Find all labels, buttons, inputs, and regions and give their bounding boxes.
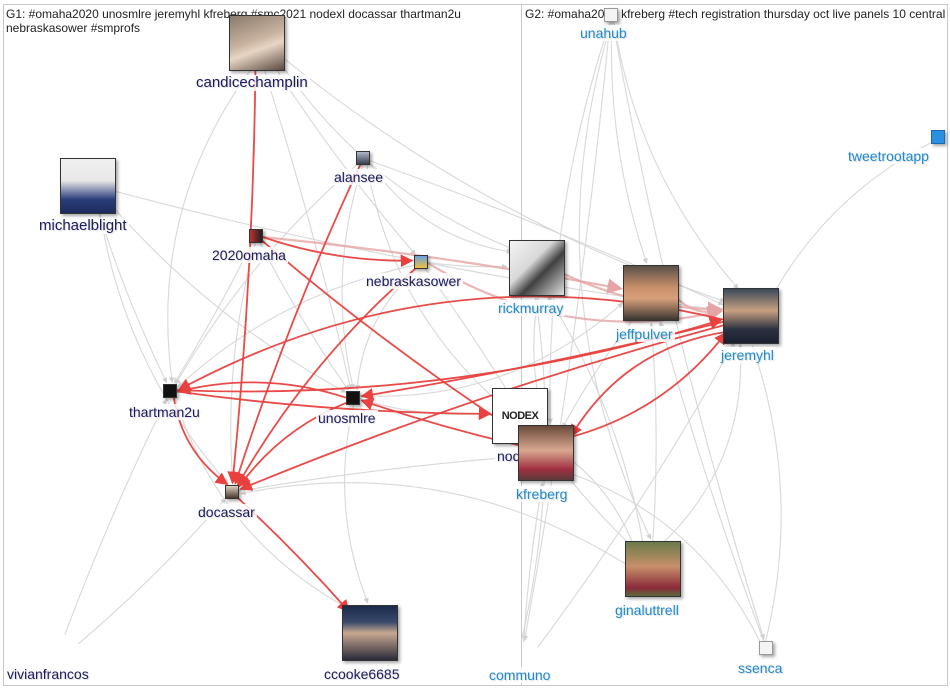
edge-candicechamplin-to-rickmurray — [278, 60, 515, 250]
label-nodexl[interactable]: nod — [495, 448, 523, 464]
edge-michaelblight-to-thartman2u — [97, 211, 168, 384]
edge-unahub-to-kfreberg — [547, 21, 611, 424]
label-tweetrootapp[interactable]: tweetrootapp — [846, 148, 931, 164]
label-unosmlre[interactable]: unosmlre — [316, 410, 378, 426]
avatar-rickmurray[interactable] — [509, 240, 565, 296]
edge-jeremyhl-to-docassar — [239, 324, 725, 491]
avatar-thartman2u[interactable] — [163, 384, 177, 398]
edge-ssenca-to-kfreberg — [567, 471, 762, 644]
edge-unosmlre-to-ccooke6685 — [344, 404, 369, 604]
edge-unahub-to-ginaluttrell — [578, 21, 652, 540]
edge-nebraskasower-to-docassar — [236, 266, 418, 487]
label-unahub[interactable]: unahub — [578, 25, 629, 41]
label-docassar[interactable]: docassar — [196, 504, 257, 520]
avatar-kfreberg[interactable] — [518, 425, 574, 481]
edge-vivianfrancos-to-docassar — [77, 497, 227, 645]
group-g1-title-line2: nebraskasower #smprofs — [6, 21, 141, 35]
edge-tweetrootapp-to-jeremyhl — [772, 141, 934, 296]
edge-unosmlre-to-thartman2u — [177, 381, 347, 399]
label-vivianfrancos[interactable]: vivianfrancos — [5, 666, 91, 682]
group-g2-box — [521, 4, 948, 686]
label-2020omaha[interactable]: 2020omaha — [210, 247, 288, 263]
edge-unahub-to-jeremyhl — [613, 21, 739, 290]
avatar-candicechamplin[interactable] — [229, 15, 285, 71]
edge-alansee-to-rickmurray — [368, 161, 513, 254]
edge-michaelblight-to-unosmlre — [109, 203, 347, 393]
label-ccooke6685[interactable]: ccooke6685 — [322, 666, 402, 682]
group-g1-title-line1: G1: #omaha2020 unosmlre jeremyhl kfreber… — [6, 7, 461, 21]
avatar-unahub[interactable] — [604, 8, 618, 22]
label-jeremyhl[interactable]: jeremyhl — [719, 347, 776, 363]
avatar-michaelblight[interactable] — [60, 158, 116, 214]
edge-omaha2020-to-jeffpulver — [262, 235, 623, 294]
edge-ginaluttrell-to-jeffpulver — [648, 322, 657, 542]
edge-thartman2u-to-nodexl — [176, 390, 492, 421]
edge-candicechamplin-to-thartman2u — [167, 69, 251, 383]
avatar-nebraskasower[interactable] — [414, 255, 428, 269]
avatar-ginaluttrell[interactable] — [625, 541, 681, 597]
label-candicechamplin[interactable]: candicechamplin — [194, 74, 310, 91]
label-rickmurray[interactable]: rickmurray — [496, 300, 566, 316]
edge-candicechamplin-to-docassar — [227, 70, 257, 485]
edge-alansee-to-unosmlre — [341, 164, 364, 390]
edge-ginaluttrell-to-jeremyhl — [662, 343, 744, 544]
edge-thartman2u-to-ccooke6685 — [173, 396, 352, 611]
edge-jeremyhl-to-kfreberg — [570, 330, 728, 438]
avatar-ccooke6685[interactable] — [342, 605, 398, 661]
nodexl-logo-text: NODEX — [501, 410, 539, 422]
label-ginaluttrell[interactable]: ginaluttrell — [613, 602, 681, 618]
label-jeffpulver[interactable]: jeffpulver — [614, 326, 675, 342]
edge-ssenca-to-jeremyhl — [751, 345, 782, 642]
edge-kfreberg-to-jeremyhl — [569, 331, 727, 439]
edge-michaelblight-to-docassar — [99, 211, 229, 485]
edge-omaha2020-to-nebraskasower — [262, 236, 414, 268]
avatar-tweetrootapp[interactable] — [931, 130, 945, 144]
avatar-jeffpulver[interactable] — [623, 265, 679, 321]
edge-alansee-to-thartman2u — [175, 162, 359, 385]
edge-ginaluttrell-to-docassar — [240, 482, 626, 565]
edge-unosmlre-to-jeffpulver — [359, 302, 624, 397]
edge-docassar-to-kfreberg — [238, 454, 517, 492]
avatar-jeremyhl[interactable] — [723, 288, 779, 344]
edge-alansee-to-docassar — [232, 164, 362, 485]
edge-candicechamplin-to-unosmlre — [263, 69, 353, 390]
avatar-ssenca[interactable] — [759, 641, 773, 655]
label-alansee[interactable]: alansee — [332, 169, 386, 185]
avatar-2020omaha[interactable] — [249, 229, 263, 243]
avatar-docassar[interactable] — [225, 485, 239, 499]
label-ssenca[interactable]: ssenca — [736, 660, 785, 676]
avatar-unosmlre[interactable] — [346, 391, 360, 405]
group-g2-title-line1: G2: #omaha2020 kfreberg #tech registrati… — [525, 7, 945, 21]
label-nebraskasower[interactable]: nebraskasower — [364, 273, 463, 289]
edge-vivianfrancos-to-thartman2u — [64, 398, 167, 635]
edge-ginaluttrell-to-rickmurray — [547, 295, 644, 543]
label-kfreberg[interactable]: kfreberg — [514, 486, 570, 502]
label-michaelblight[interactable]: michaelblight — [37, 217, 129, 234]
edge-communo-to-jeremyhl — [537, 340, 736, 648]
avatar-alansee[interactable] — [356, 151, 370, 165]
edge-nebraskasower-to-jeremyhl — [427, 262, 723, 323]
edge-candicechamplin-to-nebraskasower — [273, 65, 417, 256]
edge-unahub-to-jeffpulver — [610, 21, 648, 264]
edge-unahub-to-communo — [522, 21, 611, 642]
edge-ssenca-to-jeffpulver — [658, 320, 765, 642]
label-communo[interactable]: communo — [487, 667, 553, 683]
label-thartman2u[interactable]: thartman2u — [127, 404, 202, 420]
edge-omaha2020-to-thartman2u — [173, 241, 254, 384]
